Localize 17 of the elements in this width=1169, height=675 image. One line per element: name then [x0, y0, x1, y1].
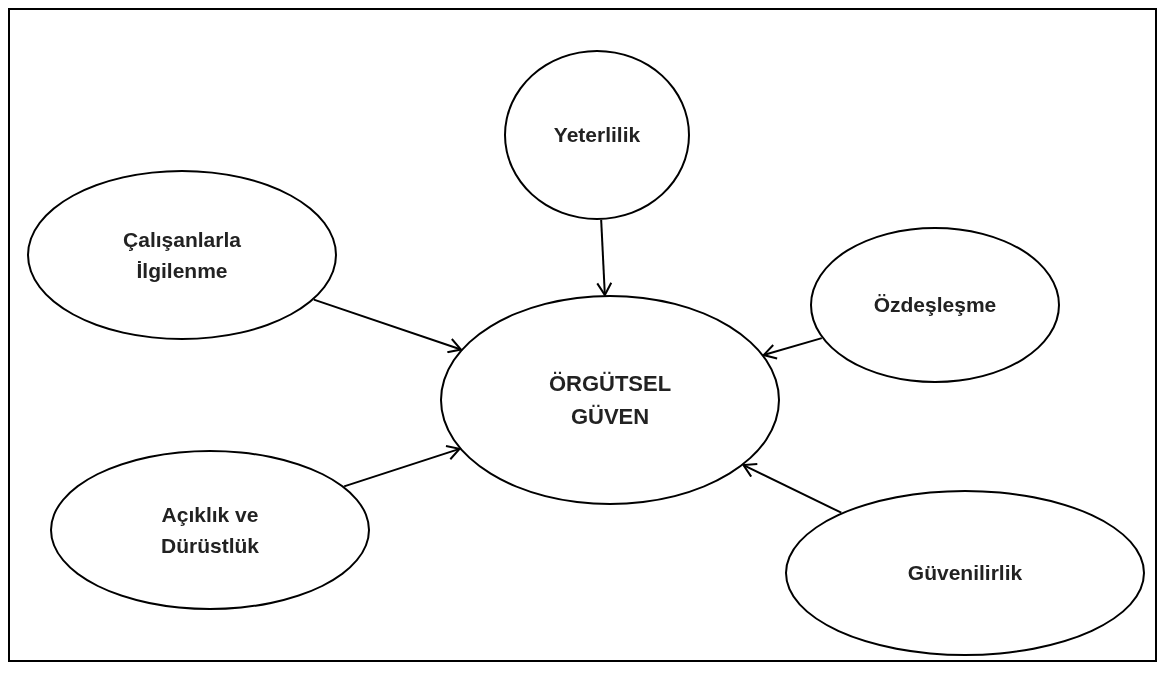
ellipse-node	[27, 170, 337, 340]
node-label: Yeterlilik	[553, 122, 641, 149]
node-label: Güvenilirlik	[907, 560, 1023, 587]
arrow	[312, 298, 462, 354]
arrow	[742, 463, 843, 514]
ellipse-node	[440, 295, 780, 505]
node-label: Özdeşleşme	[873, 292, 997, 319]
ellipse-node	[504, 50, 690, 220]
node-label: ÖRGÜTSEL GÜVEN	[547, 370, 673, 431]
ellipse-node	[50, 450, 370, 610]
ellipse-node	[785, 490, 1145, 656]
arrow	[762, 337, 823, 360]
arrow	[596, 218, 613, 297]
arrow	[343, 444, 461, 488]
ellipse-node	[810, 227, 1060, 383]
node-label: Çalışanlarla İlgilenme	[122, 226, 242, 284]
node-label: Açıklık ve Dürüstlük	[160, 501, 260, 559]
